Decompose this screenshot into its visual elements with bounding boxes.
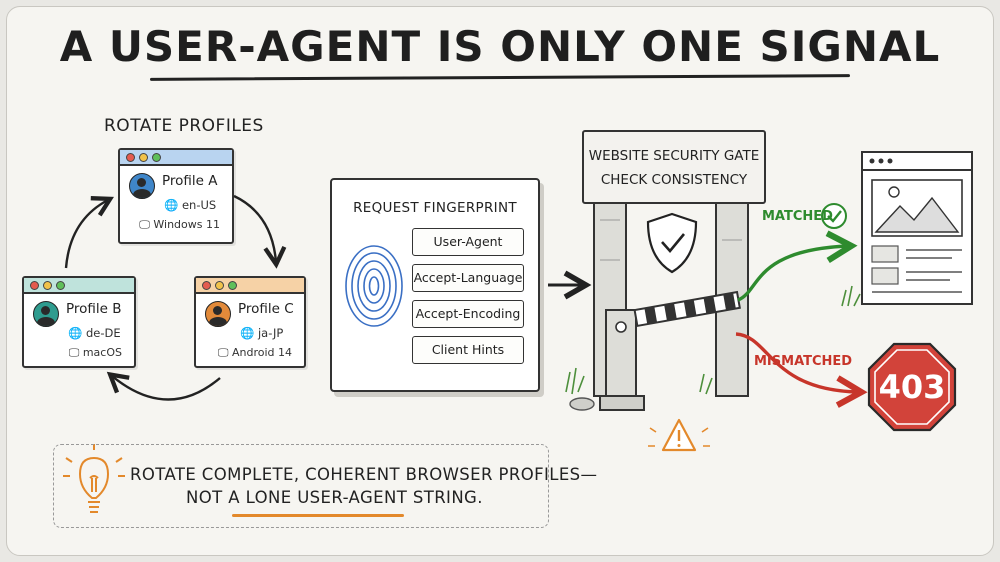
field-user-agent: User-Agent bbox=[412, 228, 524, 256]
cycle-arrow-c-to-b bbox=[106, 371, 221, 401]
grass-decoration bbox=[565, 285, 861, 395]
profile-os: 🖵 macOS bbox=[68, 346, 122, 359]
monitor-icon: 🖵 bbox=[68, 346, 80, 359]
profile-os: 🖵 Android 14 bbox=[217, 346, 292, 359]
profile-name: Profile A bbox=[162, 173, 218, 189]
profile-locale: 🌐 en-US bbox=[164, 198, 217, 212]
gate-barrier bbox=[569, 290, 741, 411]
window-titlebar bbox=[120, 150, 232, 166]
gate-sign-line1: WEBSITE SECURITY GATE bbox=[588, 148, 760, 164]
cycle-arrow-b-to-a bbox=[64, 196, 114, 269]
lightbulb-icon bbox=[63, 444, 125, 513]
webpage-window bbox=[861, 151, 973, 305]
mismatched-arrow bbox=[735, 332, 868, 408]
matched-label: MATCHED bbox=[762, 209, 833, 224]
warning-icon bbox=[648, 418, 710, 452]
profile-locale: 🌐 ja-JP bbox=[240, 326, 284, 340]
error-code-403: 403 bbox=[878, 368, 946, 406]
shield-check-icon bbox=[646, 212, 698, 274]
monitor-icon: 🖵 bbox=[217, 346, 229, 359]
profile-os: 🖵 Windows 11 bbox=[139, 218, 220, 231]
check-circle-icon bbox=[821, 203, 847, 229]
profile-c-window: Profile C 🌐 ja-JP 🖵 Android 14 bbox=[194, 276, 306, 368]
profile-name: Profile B bbox=[66, 301, 122, 317]
globe-icon: 🌐 bbox=[68, 326, 83, 340]
rotate-profiles-label: ROTATE PROFILES bbox=[104, 116, 264, 136]
profile-locale: 🌐 de-DE bbox=[68, 326, 121, 340]
cycle-arrow-a-to-c bbox=[233, 194, 287, 269]
tip-line2-prefix: NOT A bbox=[186, 488, 246, 507]
tip-line2: NOT A LONE USER-AGENT STRING. bbox=[186, 488, 483, 507]
gate-sign-line2: CHECK CONSISTENCY bbox=[600, 172, 748, 188]
emphasis-underline bbox=[232, 514, 404, 517]
tip-callout bbox=[53, 444, 549, 528]
field-accept-encoding: Accept-Encoding bbox=[412, 300, 524, 328]
globe-icon: 🌐 bbox=[164, 198, 179, 212]
profile-b-window: Profile B 🌐 de-DE 🖵 macOS bbox=[22, 276, 136, 368]
matched-arrow bbox=[737, 230, 858, 302]
tip-line2-emphasis: LONE USER-AGENT STRING. bbox=[245, 488, 483, 507]
profile-a-window: Profile A 🌐 en-US 🖵 Windows 11 bbox=[118, 148, 234, 244]
page-title: A USER-AGENT IS ONLY ONE SIGNAL bbox=[59, 22, 941, 71]
fingerprint-icon bbox=[345, 245, 403, 327]
request-fingerprint-card: REQUEST FINGERPRINT User-Agent Accept-La… bbox=[330, 178, 540, 392]
profile-name: Profile C bbox=[238, 301, 294, 317]
stop-sign-icon bbox=[867, 342, 957, 432]
field-client-hints: Client Hints bbox=[412, 336, 524, 364]
globe-icon: 🌐 bbox=[240, 326, 255, 340]
avatar bbox=[205, 301, 231, 327]
security-gate-sign: WEBSITE SECURITY GATE CHECK CONSISTENCY bbox=[582, 130, 766, 204]
window-titlebar bbox=[24, 278, 134, 294]
mismatched-label: MISMATCHED bbox=[754, 354, 853, 369]
tip-line1: ROTATE COMPLETE, COHERENT BROWSER PROFIL… bbox=[130, 465, 598, 484]
fingerprint-title: REQUEST FINGERPRINT bbox=[353, 200, 517, 216]
avatar bbox=[33, 301, 59, 327]
field-accept-language: Accept-Language bbox=[412, 264, 524, 292]
monitor-icon: 🖵 bbox=[139, 218, 150, 231]
window-titlebar bbox=[196, 278, 304, 294]
avatar bbox=[129, 173, 155, 199]
